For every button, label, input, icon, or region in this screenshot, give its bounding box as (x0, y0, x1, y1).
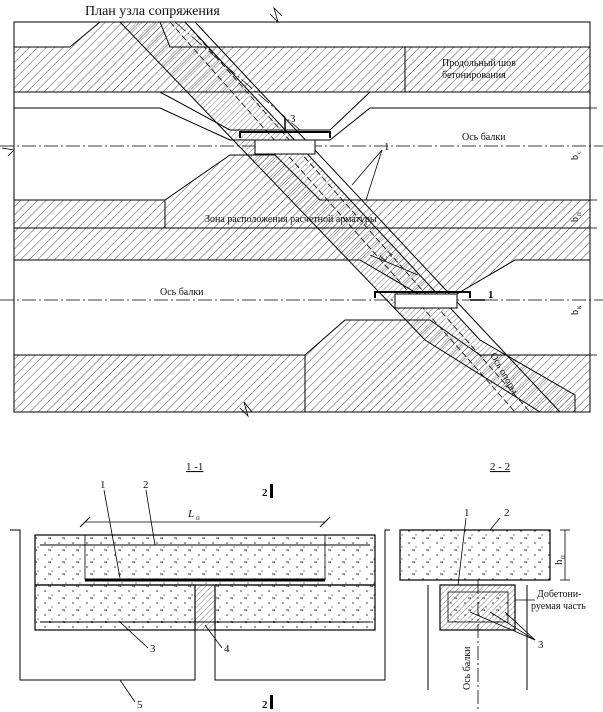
s11-beam-left (34, 584, 196, 631)
s11-label-1: 1 (100, 479, 106, 491)
s11-dim-ln-t1 (79, 516, 91, 528)
break-mark-bottom (239, 401, 253, 418)
upper-beam-upper-band (13, 91, 591, 141)
lower-beam-upper-band (13, 227, 591, 296)
leader-1b (365, 149, 383, 201)
break-mark-top (269, 6, 283, 24)
s22-leader-1 (457, 517, 467, 586)
s11-label-5: 5 (137, 699, 143, 711)
s11-label-3: 3 (150, 643, 156, 655)
joint-box-lower (394, 293, 458, 309)
s11-label-4: 4 (224, 643, 230, 655)
s11-dim-ln-t2 (319, 516, 331, 528)
s22-top-slab (399, 529, 551, 581)
section-1-mark (374, 291, 471, 298)
svg-text:п: п (575, 212, 583, 216)
diagonal-dashed-2 (184, 21, 531, 413)
s22-dim-hn-label: h п (553, 555, 567, 565)
s11-dim-ln-label: L (187, 508, 194, 520)
break-mark-left (1, 147, 15, 157)
s11-leader-2 (145, 489, 156, 546)
s11-leader-1 (103, 489, 121, 579)
section-mark-1-label: 1 (488, 289, 494, 301)
beam-axis-lower-label: Ось балки (160, 287, 204, 298)
leader-1-label: 1 (384, 141, 390, 153)
diagonal-support-edge (194, 21, 561, 413)
plan-view: План узла сопряжения Продольный шов бето… (0, 4, 603, 418)
seam-label-2: бетонирования (442, 70, 506, 81)
rebar-zone-label: Зона расположения расчетной арматуры (205, 214, 377, 225)
svg-text:b: b (570, 155, 581, 160)
s22-beam-axis-label: Ось балки (462, 646, 473, 690)
upper-slab-right (404, 46, 591, 93)
plan-title: План узла сопряжения (85, 4, 220, 19)
dim-bk-label: b к (570, 305, 583, 315)
s11-leader-3 (119, 621, 149, 649)
s22-label-1: 1 (464, 507, 470, 519)
s22-infill-line2: руемая часть (531, 601, 586, 612)
diagonal-dashed-1 (169, 21, 516, 413)
svg-text:h: h (553, 559, 565, 565)
cut-2-top-bar (270, 484, 273, 498)
joint-box-upper (254, 139, 316, 155)
svg-text:к: к (575, 305, 583, 309)
section-1-1-title: 1 -1 (186, 461, 203, 473)
s11-label-2: 2 (143, 479, 149, 491)
svg-text:c: c (575, 151, 583, 154)
s11-top-slab (34, 534, 376, 586)
s22-infill-line1: Добетони- (537, 589, 582, 600)
dim-ln-line (369, 254, 419, 276)
s22-leader-3c (504, 611, 536, 641)
s11-leader-5 (119, 679, 136, 703)
seam-label-1: Продольный шов (442, 58, 516, 69)
s11-beam-right (214, 584, 376, 631)
s11-joint (194, 584, 216, 631)
svg-text:b: b (570, 310, 581, 315)
cut-2-bottom-bar (270, 695, 273, 709)
center-axis-line (174, 21, 301, 131)
s22-label-2: 2 (504, 507, 510, 519)
cut-2-top-label: 2 (262, 487, 268, 499)
s11-outer-right (214, 529, 390, 681)
s22-leader-3a (469, 611, 536, 641)
svg-text:п: п (386, 251, 395, 258)
beam-axis-upper-label: Ось балки (462, 132, 506, 143)
s11-dim-ln-sub: п (196, 514, 200, 522)
s22-leader-3b (489, 611, 536, 641)
svg-text:п: п (559, 555, 567, 559)
s11-leader-4 (204, 624, 223, 649)
s11-outer (10, 529, 196, 681)
s22-label-3: 3 (538, 639, 544, 651)
section-2-2: 2 - 2 h п 1 2 3 Добетони- руемая часть О… (399, 461, 586, 712)
dim-bn-label: b п (570, 212, 583, 222)
svg-text:b: b (570, 217, 581, 222)
s22-leader-2 (489, 517, 501, 531)
section-2-2-title: 2 - 2 (490, 461, 510, 473)
section-mark-3-label: 3 (290, 113, 296, 125)
dim-bc-label: b c (570, 151, 583, 160)
leader-1a (351, 149, 383, 186)
diagonal-support (118, 21, 576, 413)
cut-2-bottom-label: 2 (262, 699, 268, 711)
section-1-1: 1 -1 2 2 L п 1 2 3 4 5 (10, 461, 390, 711)
